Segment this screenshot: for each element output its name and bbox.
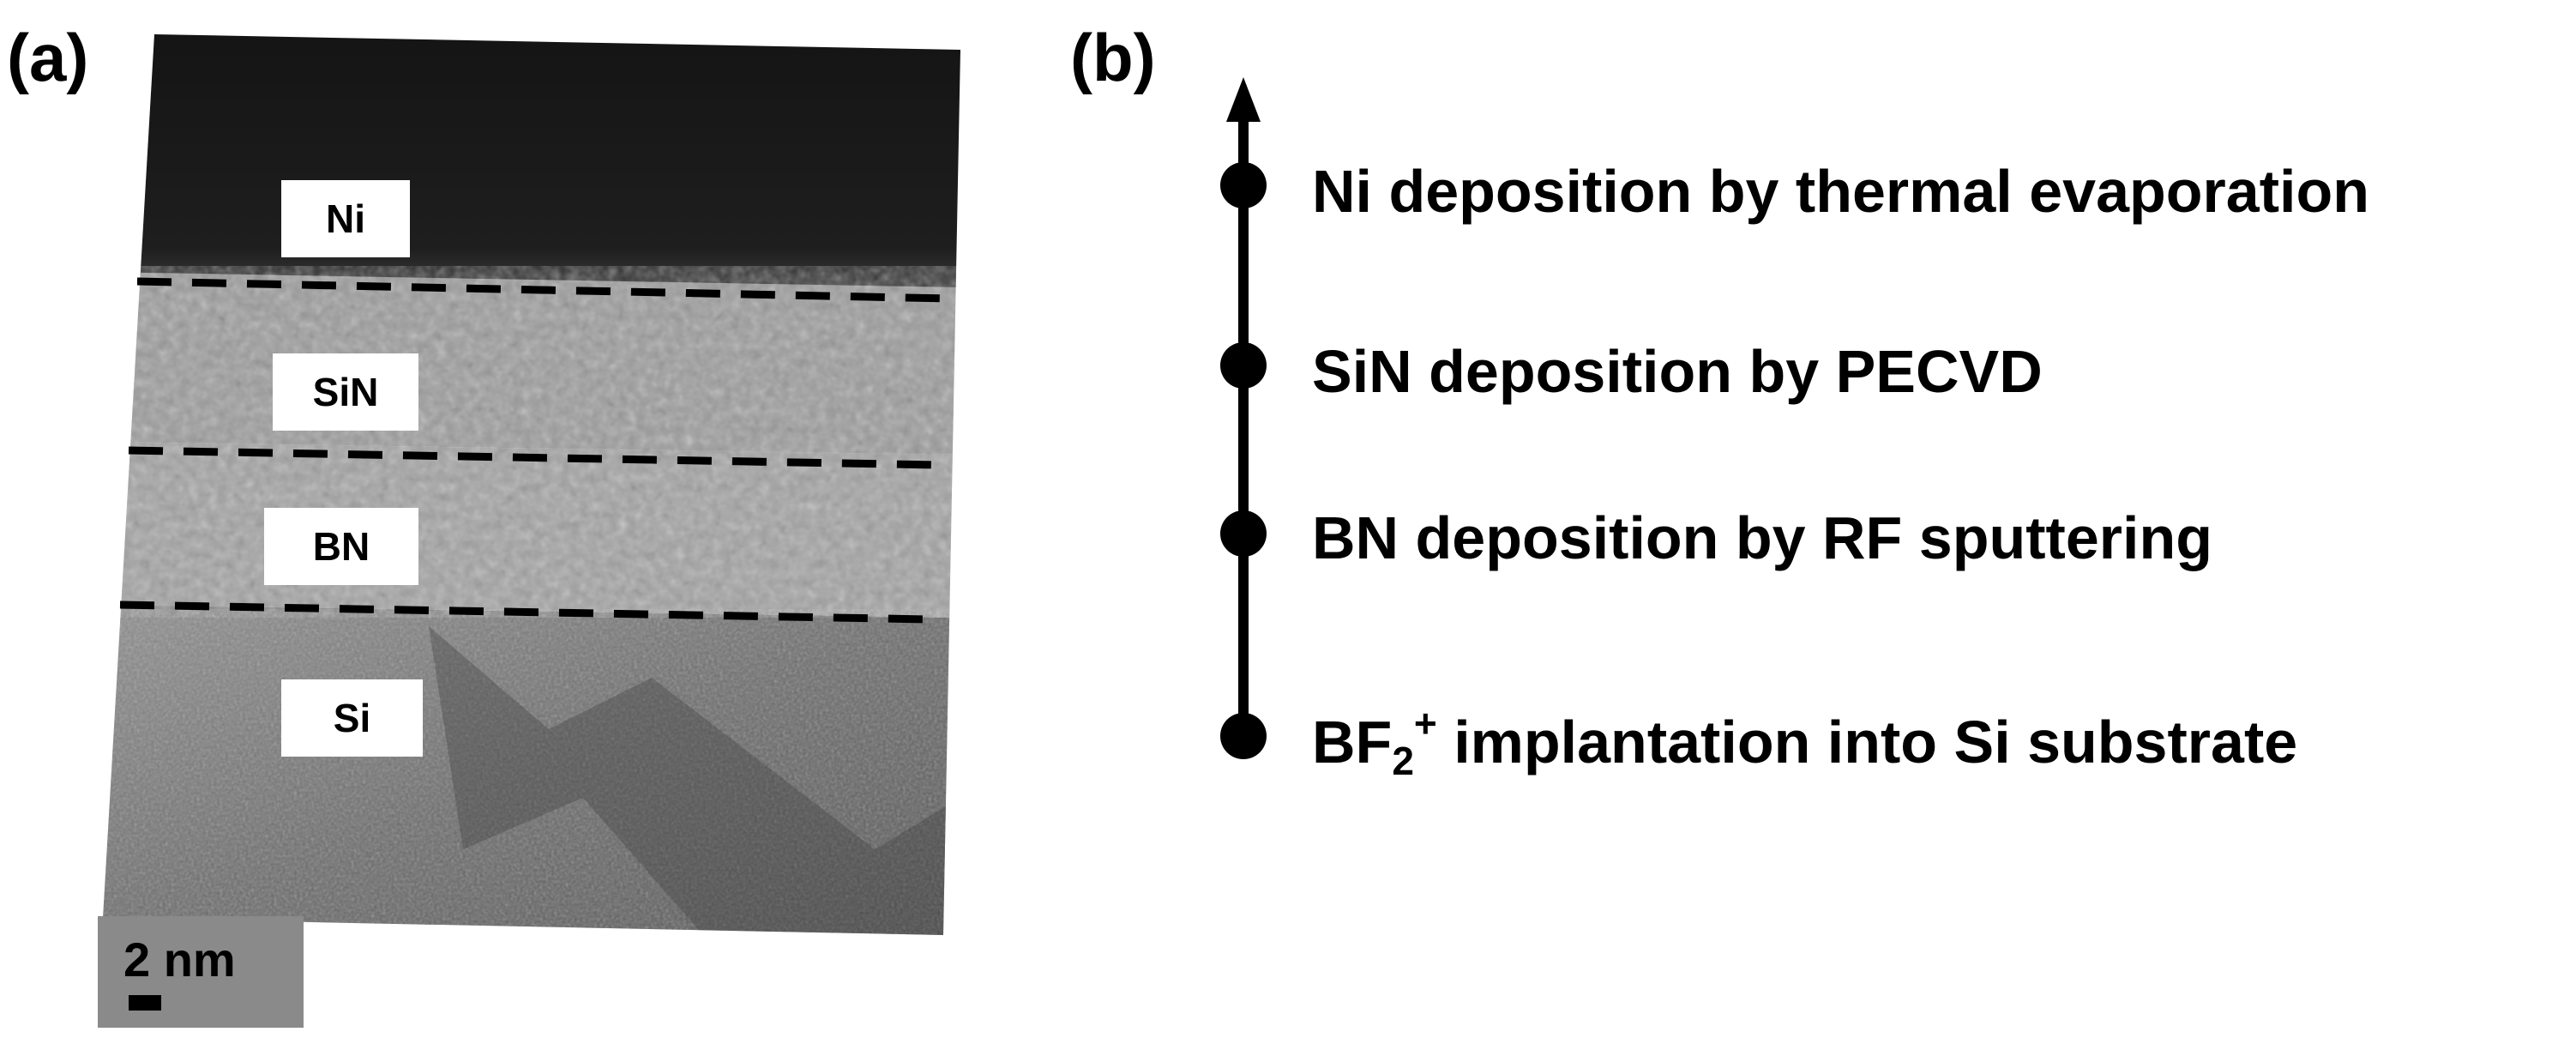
step-bn-deposition: BN deposition by RF sputtering bbox=[1312, 504, 2212, 571]
layer-label-ni: Ni bbox=[281, 180, 410, 257]
panel-a-label: (a) bbox=[7, 20, 89, 95]
step-marker-1 bbox=[1220, 162, 1267, 208]
ni-layer-region bbox=[103, 34, 960, 287]
step-marker-4 bbox=[1220, 713, 1267, 759]
step-4-suffix: implantation into Si substrate bbox=[1436, 709, 2298, 775]
process-timeline bbox=[1220, 77, 1267, 759]
step-4-subscript: 2 bbox=[1392, 739, 1414, 783]
layer-label-bn: BN bbox=[264, 508, 418, 585]
step-bf2-implantation: BF2+ implantation into Si substrate bbox=[1312, 703, 2297, 781]
step-marker-3 bbox=[1220, 510, 1267, 557]
tem-image bbox=[103, 34, 960, 935]
scale-bar-inset: 2 nm bbox=[98, 916, 304, 1028]
step-4-superscript: + bbox=[1413, 701, 1437, 745]
timeline-arrowhead bbox=[1226, 77, 1261, 122]
interface-line-sin-bn bbox=[128, 446, 940, 469]
step-ni-deposition: Ni deposition by thermal evaporation bbox=[1312, 158, 2369, 225]
layer-label-si: Si bbox=[281, 679, 423, 757]
panel-b-label: (b) bbox=[1070, 20, 1156, 95]
step-sin-deposition: SiN deposition by PECVD bbox=[1312, 338, 2043, 405]
step-marker-2 bbox=[1220, 342, 1267, 389]
step-4-prefix: BF bbox=[1312, 709, 1393, 775]
tem-micrograph: Ni SiN BN Si bbox=[103, 26, 960, 935]
scale-bar-label: 2 nm bbox=[123, 932, 236, 987]
layer-label-sin: SiN bbox=[273, 353, 418, 431]
interface-line-ni-sin bbox=[136, 277, 948, 303]
interface-line-bn-si bbox=[119, 600, 931, 624]
scale-bar-line bbox=[129, 995, 161, 1011]
